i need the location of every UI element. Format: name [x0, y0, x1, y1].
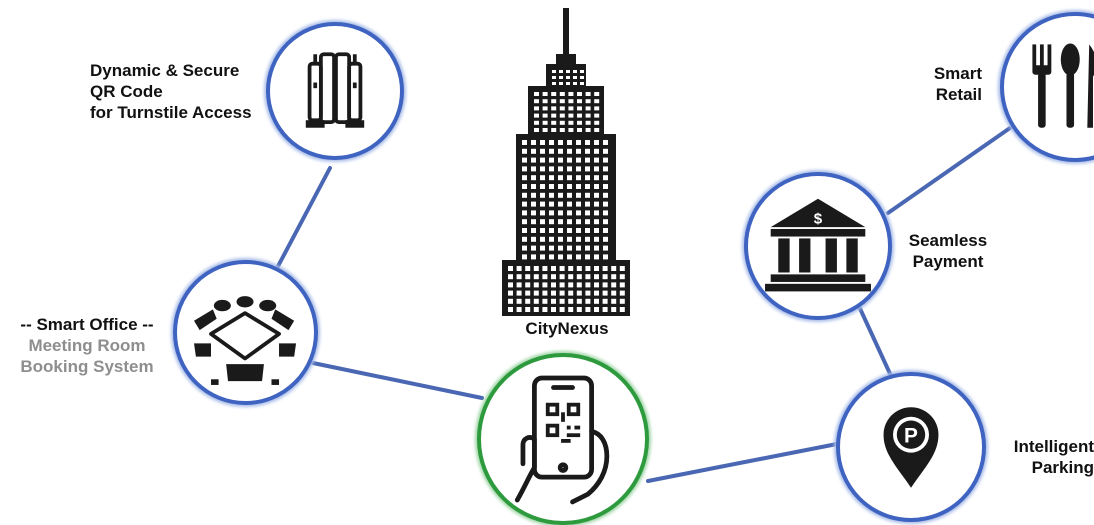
skyscraper-icon — [502, 8, 630, 316]
parking-pin-icon: P — [883, 407, 939, 488]
intelligent-parking-label: Intelligent Parking — [1013, 437, 1094, 477]
connector-payment-retail — [886, 126, 1012, 215]
cutlery-icon — [1032, 43, 1094, 128]
seamless-payment-label: Seamless Payment — [908, 231, 988, 271]
seamless-payment-node[interactable]: $ — [744, 172, 892, 320]
turnstile-node[interactable] — [266, 22, 404, 160]
center-title: CityNexus — [525, 319, 609, 338]
connector-hub-parking — [646, 441, 844, 483]
smart-retail-label: Smart Retail — [933, 64, 982, 104]
intelligent-parking-node[interactable]: P — [836, 372, 986, 522]
turnstile-label: Dynamic & Secure QR Code for Turnstile A… — [90, 61, 252, 122]
svg-text:P: P — [904, 424, 918, 447]
svg-text:$: $ — [814, 210, 823, 227]
turnstile-gate-icon — [305, 52, 365, 128]
phone-qr-hand-icon — [514, 375, 610, 505]
connector-turnstile-office — [274, 166, 332, 272]
bank-dollar-icon: $ — [765, 198, 871, 292]
connector-office-hub — [311, 361, 484, 400]
smart-retail-node[interactable] — [1000, 12, 1094, 162]
smart-office-node[interactable] — [173, 260, 318, 405]
connector-parking-payment — [855, 300, 894, 380]
smart-office-label: -- Smart Office -- Meeting Room Booking … — [2, 314, 172, 377]
smart-office-heading: -- Smart Office -- — [20, 315, 154, 334]
citynexus-hub-node[interactable] — [477, 353, 649, 525]
meeting-table-icon — [194, 296, 297, 385]
